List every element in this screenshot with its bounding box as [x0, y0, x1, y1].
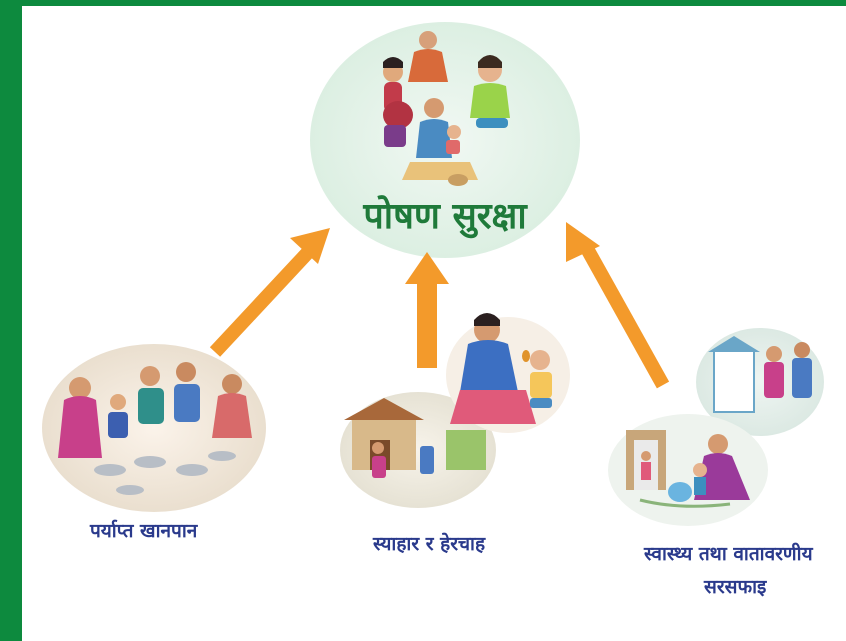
handwashing-sanitation-icon	[626, 336, 812, 508]
node-label-care: स्याहार र हेरचाह	[373, 533, 486, 555]
arrow-center	[405, 252, 449, 368]
node-label-sanitation-line1: स्वास्थ्य तथा वातावरणीय	[644, 543, 813, 565]
right-node	[608, 328, 824, 526]
family-nutrition-icon	[383, 31, 510, 186]
family-eating-icon	[58, 362, 252, 495]
top-border	[0, 0, 846, 6]
node-label-sanitation-line2: सरसफाइ	[704, 576, 767, 598]
middle-node	[340, 313, 570, 508]
arrow-left	[209, 228, 330, 357]
mother-feeding-child-icon	[344, 313, 552, 478]
left-node	[42, 344, 266, 512]
node-label-adequate-food: पर्याप्त खानपान	[90, 520, 198, 542]
left-border	[0, 0, 22, 641]
arrow-right	[566, 222, 670, 389]
center-title: पोषण सुरक्षा	[362, 195, 528, 239]
center-node: पोषण सुरक्षा	[310, 22, 580, 258]
